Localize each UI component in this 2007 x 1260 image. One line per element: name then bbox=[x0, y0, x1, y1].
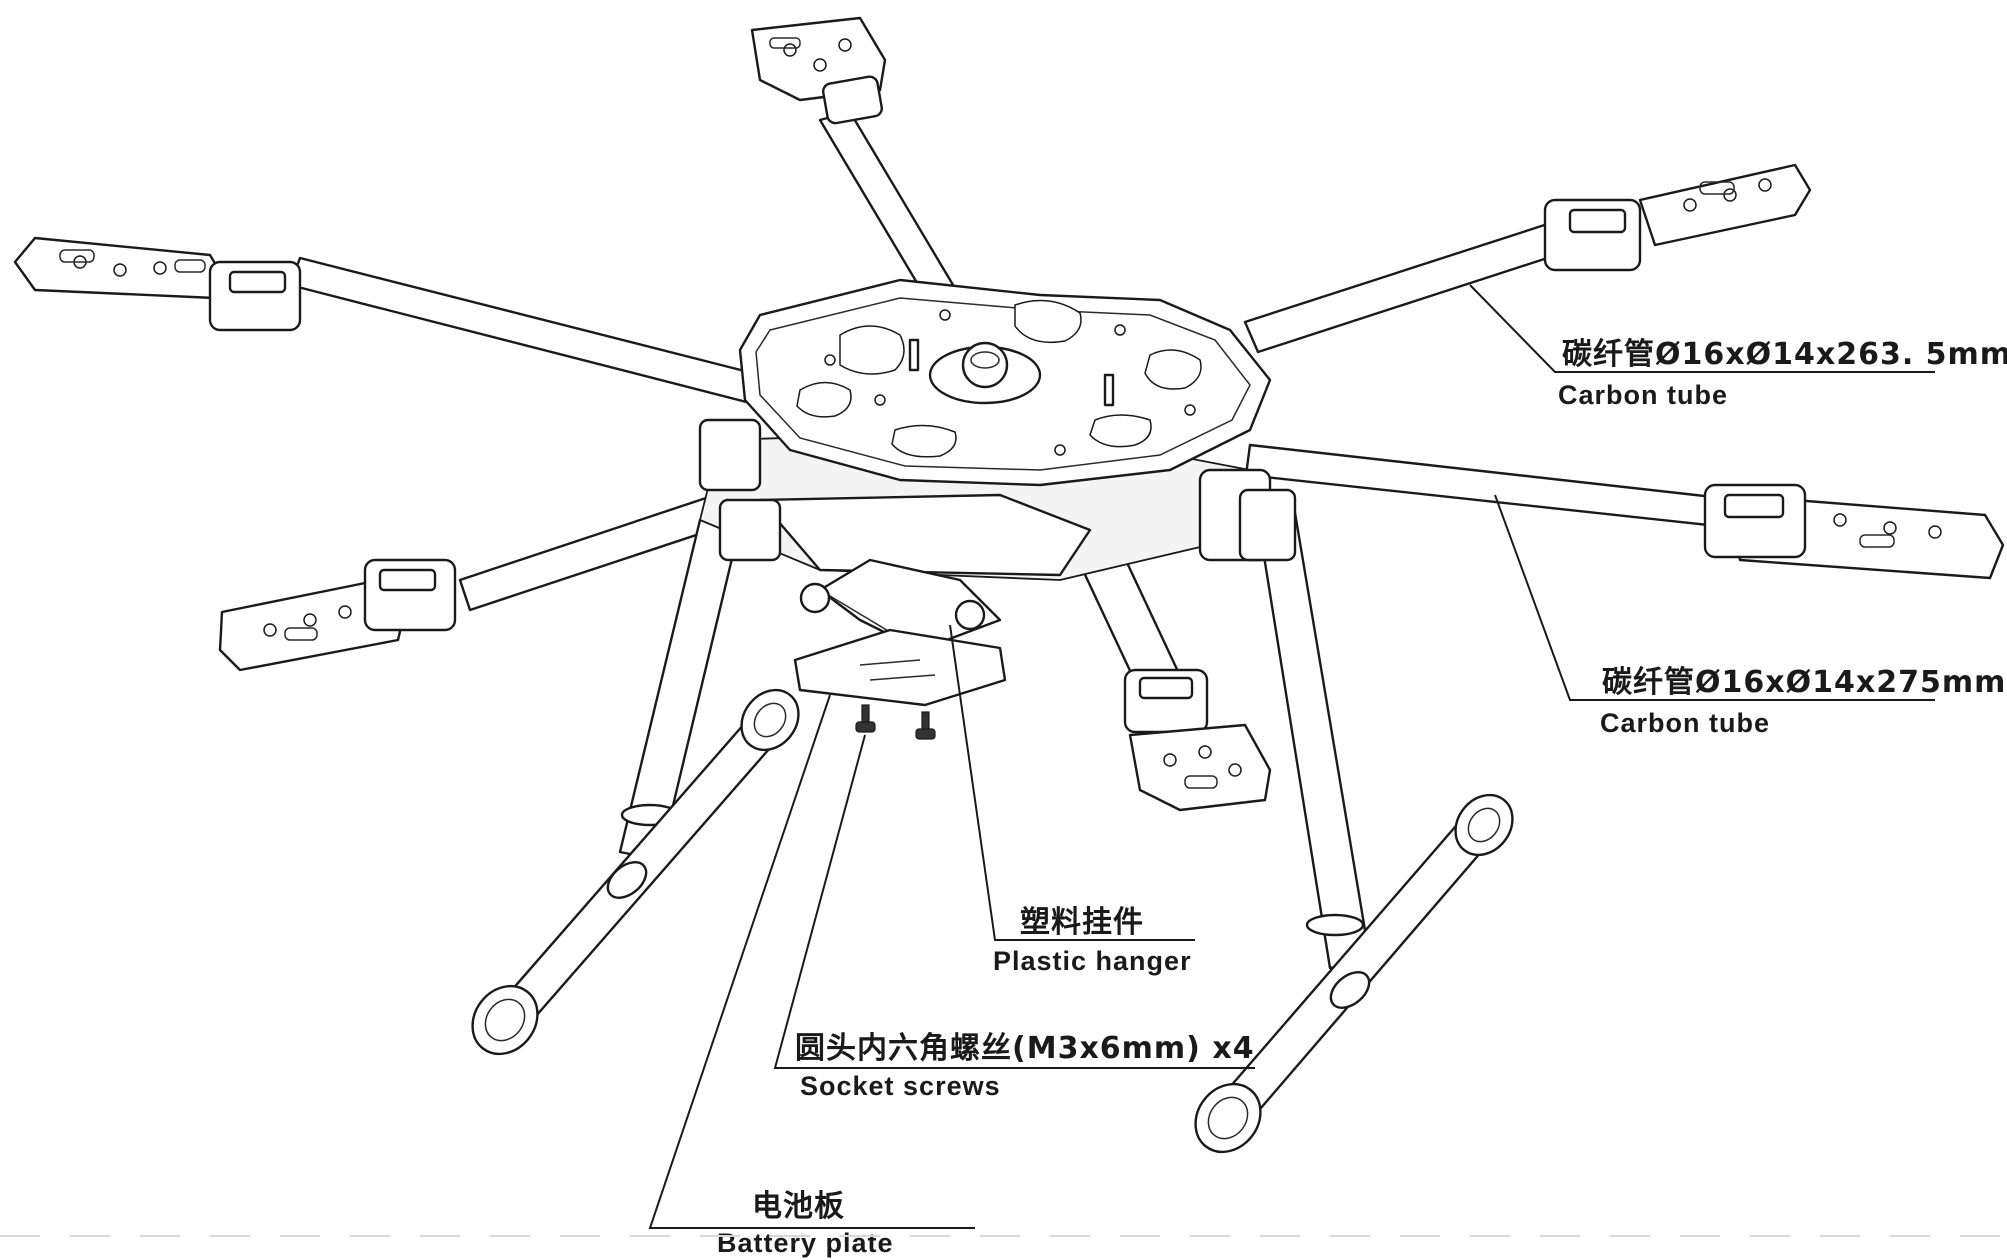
leader-lines bbox=[648, 284, 1935, 1229]
motor-mount-left bbox=[13, 236, 302, 332]
callout-cn-label: 圆头内六角螺丝(M3x6mm) x4 bbox=[795, 1031, 1255, 1066]
skid-end-cap-top-right bbox=[1454, 793, 1514, 857]
callout-cn-label: 塑料挂件 bbox=[1020, 905, 1144, 940]
callout-plastic-hanger: 塑料挂件 Plastic hanger bbox=[993, 905, 1192, 976]
callout-socket-screws: 圆头内六角螺丝(M3x6mm) x4 Socket screws bbox=[795, 1031, 1255, 1101]
motor-mount-front-left bbox=[218, 558, 457, 672]
arm-front-right bbox=[1244, 443, 1742, 530]
socket-screws bbox=[855, 704, 936, 740]
callout-cn-label: 电池板 bbox=[752, 1189, 845, 1224]
callout-cn-label: 碳纤管Ø16xØ14x263. 5mm bbox=[1562, 337, 2007, 372]
callout-en-label: Socket screws bbox=[800, 1071, 1001, 1101]
arm-right bbox=[1243, 218, 1574, 354]
arm-left bbox=[288, 256, 782, 410]
motor-mount-front-bottom bbox=[1123, 668, 1272, 812]
callout-battery-plate: 电池板 Battery plate bbox=[717, 1189, 894, 1258]
skid-end-cap-bottom-right bbox=[1194, 1082, 1262, 1154]
skid-end-cap-bottom-left bbox=[471, 984, 539, 1056]
callout-en-label: Battery plate bbox=[717, 1228, 894, 1258]
skid-end-cap-top-left bbox=[740, 688, 800, 752]
callout-en-label: Carbon tube bbox=[1600, 708, 1770, 738]
landing-gear bbox=[471, 493, 1514, 1154]
motor-mount-top bbox=[750, 16, 887, 125]
battery-plate bbox=[793, 628, 1007, 707]
arm-top bbox=[818, 110, 964, 310]
callout-carbon-tube-short: 碳纤管Ø16xØ14x263. 5mm Carbon tube bbox=[1558, 337, 2007, 410]
callout-en-label: Carbon tube bbox=[1558, 380, 1728, 410]
motor-mount-front-right bbox=[1703, 483, 2005, 580]
callout-carbon-tube-long: 碳纤管Ø16xØ14x275mm Carbon tube bbox=[1600, 665, 2006, 738]
plastic-hanger bbox=[799, 558, 1002, 652]
callout-en-label: Plastic hanger bbox=[993, 946, 1192, 976]
top-plate bbox=[738, 278, 1272, 487]
callout-cn-label: 碳纤管Ø16xØ14x275mm bbox=[1602, 665, 2006, 700]
motor-mount-right bbox=[1543, 163, 1812, 272]
